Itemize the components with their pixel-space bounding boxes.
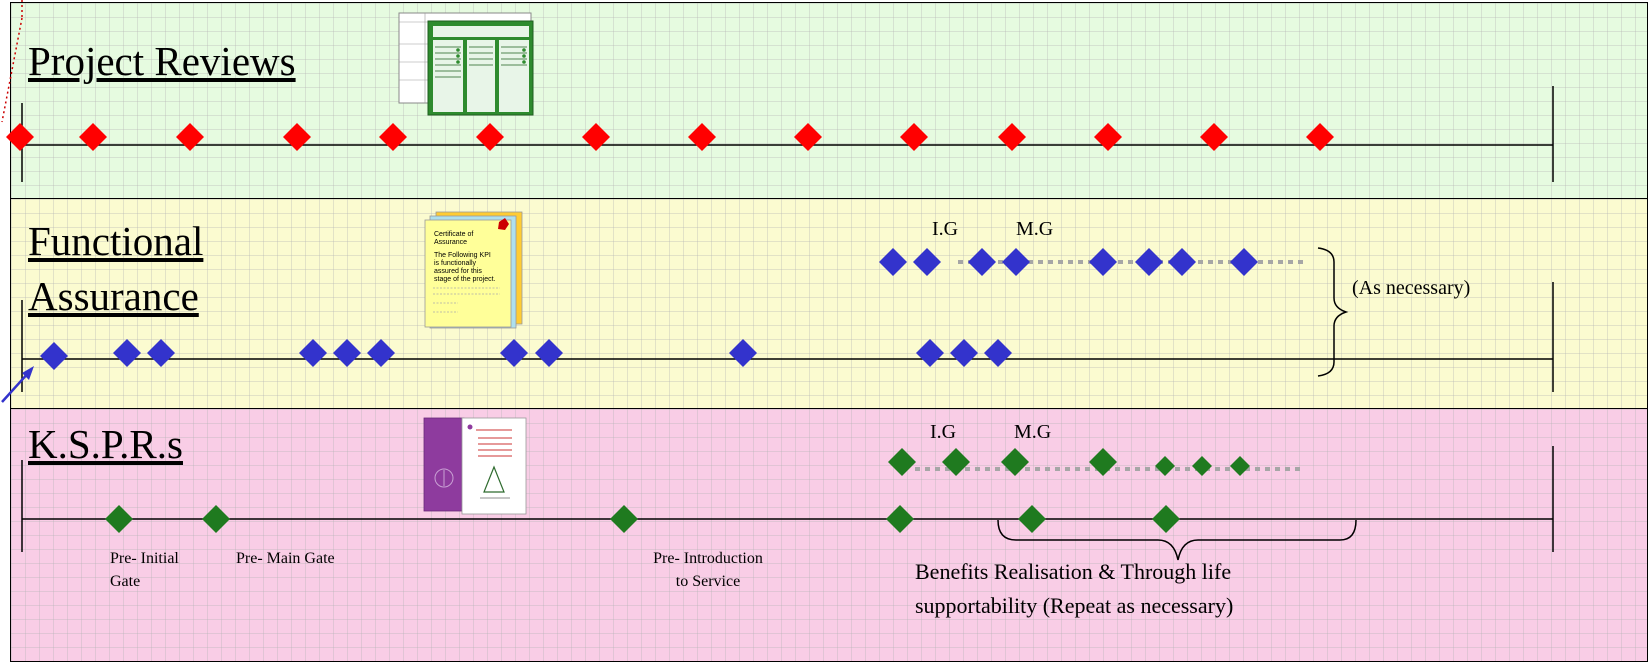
fa-ig-label: I.G — [932, 218, 958, 240]
functional-assurance-marker — [913, 248, 941, 276]
kspr-marker — [202, 505, 230, 533]
milestone-markers — [6, 123, 1334, 533]
kspr-marker — [1152, 505, 1180, 533]
functional-assurance-marker — [367, 339, 395, 367]
project-reviews-band — [10, 2, 1648, 200]
kspr-marker — [886, 505, 914, 533]
functional-assurance-marker — [333, 339, 361, 367]
certificate-body-line4: stage of the project. — [434, 276, 496, 283]
blue-arrow-head — [22, 366, 34, 380]
fa-mg-label: M.G — [1016, 218, 1053, 240]
functional-assurance-marker — [1135, 248, 1163, 276]
certificate-body-line2: is functionally — [434, 260, 477, 267]
functional-assurance-marker — [113, 339, 141, 367]
project-review-marker — [1306, 123, 1334, 151]
kspr-marker — [1089, 448, 1117, 476]
as-necessary-brace — [1317, 247, 1349, 377]
functional-assurance-marker — [984, 339, 1012, 367]
project-review-marker — [998, 123, 1026, 151]
kspr-marker — [1018, 505, 1046, 533]
kspr-marker — [105, 505, 133, 533]
functional-assurance-marker — [147, 339, 175, 367]
purple-booklet-thumbnail — [423, 417, 465, 512]
project-review-marker — [6, 123, 34, 151]
pre-initial-gate-line2: Gate — [110, 573, 141, 591]
project-review-marker — [1094, 123, 1122, 151]
project-review-marker — [1200, 123, 1228, 151]
pre-main-gate-label: Pre- Main Gate — [236, 550, 335, 567]
project-review-document-thumbnail — [398, 12, 534, 116]
kspr-title: K.S.P.R.s — [28, 421, 183, 467]
certificate-heading-line2: Assurance — [434, 239, 467, 246]
pre-initial-gate-label: Pre- Initial Gate — [110, 547, 179, 593]
kspr-marker-small — [1192, 456, 1212, 476]
red-guide-line — [1, 17, 23, 123]
functional-assurance-title-line1: Functional — [28, 218, 204, 264]
benefits-realisation-label: Benefits Realisation & Through life supp… — [915, 555, 1233, 623]
functional-assurance-marker — [299, 339, 327, 367]
kspr-ig-label: I.G — [930, 421, 956, 443]
functional-assurance-marker — [950, 339, 978, 367]
project-review-marker — [283, 123, 311, 151]
pre-introduction-line1: Pre- Introduction — [653, 550, 763, 567]
functional-assurance-marker — [729, 339, 757, 367]
functional-assurance-marker — [1168, 248, 1196, 276]
project-review-marker — [176, 123, 204, 151]
project-review-marker — [688, 123, 716, 151]
kspr-marker — [610, 505, 638, 533]
project-review-marker — [582, 123, 610, 151]
kspr-marker — [1001, 448, 1029, 476]
functional-assurance-marker — [879, 248, 907, 276]
project-reviews-title: Project Reviews — [28, 38, 296, 84]
kspr-marker-small — [1155, 456, 1175, 476]
project-review-marker — [476, 123, 504, 151]
functional-assurance-marker — [916, 339, 944, 367]
functional-assurance-marker — [1230, 248, 1258, 276]
benefits-realisation-line2: supportability (Repeat as necessary) — [915, 593, 1234, 619]
functional-assurance-marker — [40, 342, 68, 370]
kspr-marker — [942, 448, 970, 476]
kspr-marker — [888, 448, 916, 476]
functional-assurance-title-line2: Assurance — [28, 273, 199, 319]
certificate-body-line1: The Following KPI — [434, 252, 491, 259]
certificate-seal-icon — [498, 218, 509, 230]
functional-assurance-marker — [500, 339, 528, 367]
functional-assurance-marker — [535, 339, 563, 367]
pre-initial-gate-line1: Pre- Initial — [110, 550, 179, 567]
benefits-brace — [997, 519, 1357, 561]
kspr-document-thumbnails — [423, 417, 527, 515]
certificate-heading-line1: Certificate of — [434, 231, 473, 238]
kspr-marker-small — [1230, 456, 1250, 476]
certificate-of-assurance-thumbnail: Certificate of Assurance The Following K… — [424, 211, 523, 329]
project-review-marker — [900, 123, 928, 151]
benefits-realisation-line1: Benefits Realisation & Through life — [915, 559, 1232, 584]
pre-introduction-to-service-label: Pre- Introduction to Service — [630, 547, 786, 593]
functional-assurance-marker — [968, 248, 996, 276]
project-review-marker — [379, 123, 407, 151]
functional-assurance-marker — [1089, 248, 1117, 276]
project-review-marker — [79, 123, 107, 151]
kspr-band — [10, 408, 1648, 662]
functional-assurance-marker — [1002, 248, 1030, 276]
functional-assurance-band — [10, 198, 1648, 410]
certificate-body-line3: assured for this — [434, 268, 482, 275]
pre-introduction-line2: to Service — [675, 573, 741, 591]
as-necessary-note: (As necessary) — [1352, 277, 1471, 299]
kspr-mg-label: M.G — [1014, 421, 1051, 443]
project-review-marker — [794, 123, 822, 151]
